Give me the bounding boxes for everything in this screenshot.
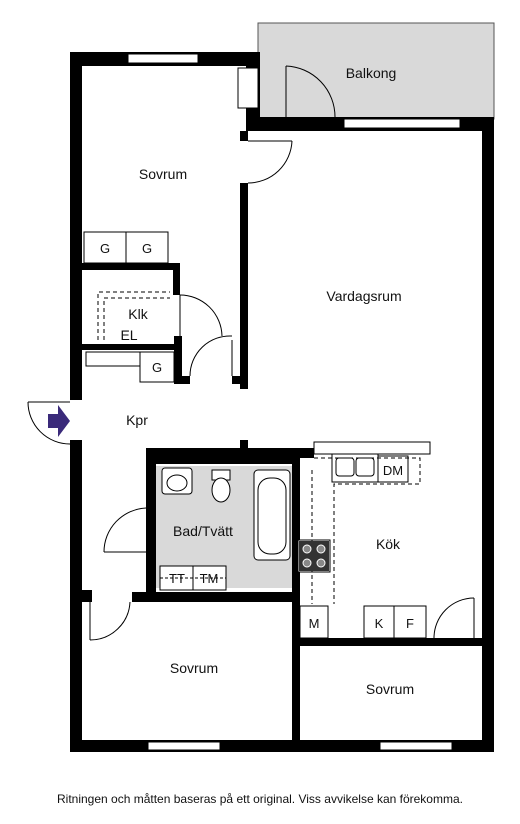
- kitchen-counter-dashed: [314, 457, 421, 604]
- wardrobes-top: [83, 231, 169, 264]
- klk-shelf-outline: [103, 297, 170, 340]
- door-swings: [27, 65, 475, 641]
- windows: [127, 53, 461, 751]
- room-label-kpr: Kpr: [126, 412, 148, 428]
- room-label-sovrum-top: Sovrum: [139, 166, 187, 182]
- wardrobe-label: G: [100, 241, 110, 256]
- stove-burners: [302, 544, 326, 568]
- room-label-klk: Klk: [128, 306, 148, 322]
- disclaimer-text: Ritningen och måtten baseras på ett orig…: [57, 792, 463, 806]
- room-label-kok: Kök: [376, 536, 401, 552]
- interior-walls: [82, 131, 482, 746]
- room-label-sovrum-bottom-right: Sovrum: [366, 681, 414, 697]
- room-label-bad: Bad/Tvätt: [173, 523, 233, 539]
- dishwasher-label: DM: [383, 463, 403, 478]
- floor-plan: G G G TT TM DM M K F: [27, 22, 495, 752]
- microwave-label: M: [309, 616, 320, 631]
- room-label-el: EL: [120, 327, 137, 343]
- room-label-vardagsrum: Vardagsrum: [326, 288, 401, 304]
- tm-label: TM: [200, 571, 219, 586]
- freezer-label: F: [406, 616, 414, 631]
- fridge-label: K: [375, 616, 384, 631]
- room-label-sovrum-bottom-left: Sovrum: [170, 660, 218, 676]
- corridor-shelf: [85, 351, 141, 367]
- entry-arrow-icon: [48, 405, 70, 437]
- corridor-wardrobe: [139, 351, 175, 383]
- stove-top: [299, 541, 329, 571]
- kitchen-fixtures: [297, 441, 431, 639]
- wardrobe-label: G: [142, 241, 152, 256]
- balcony-area: [257, 22, 495, 120]
- room-label-balkong: Balkong: [346, 65, 397, 81]
- klk-shelf-outline: [97, 291, 170, 340]
- outer-walls: [70, 52, 494, 752]
- wardrobe-label: G: [152, 360, 162, 375]
